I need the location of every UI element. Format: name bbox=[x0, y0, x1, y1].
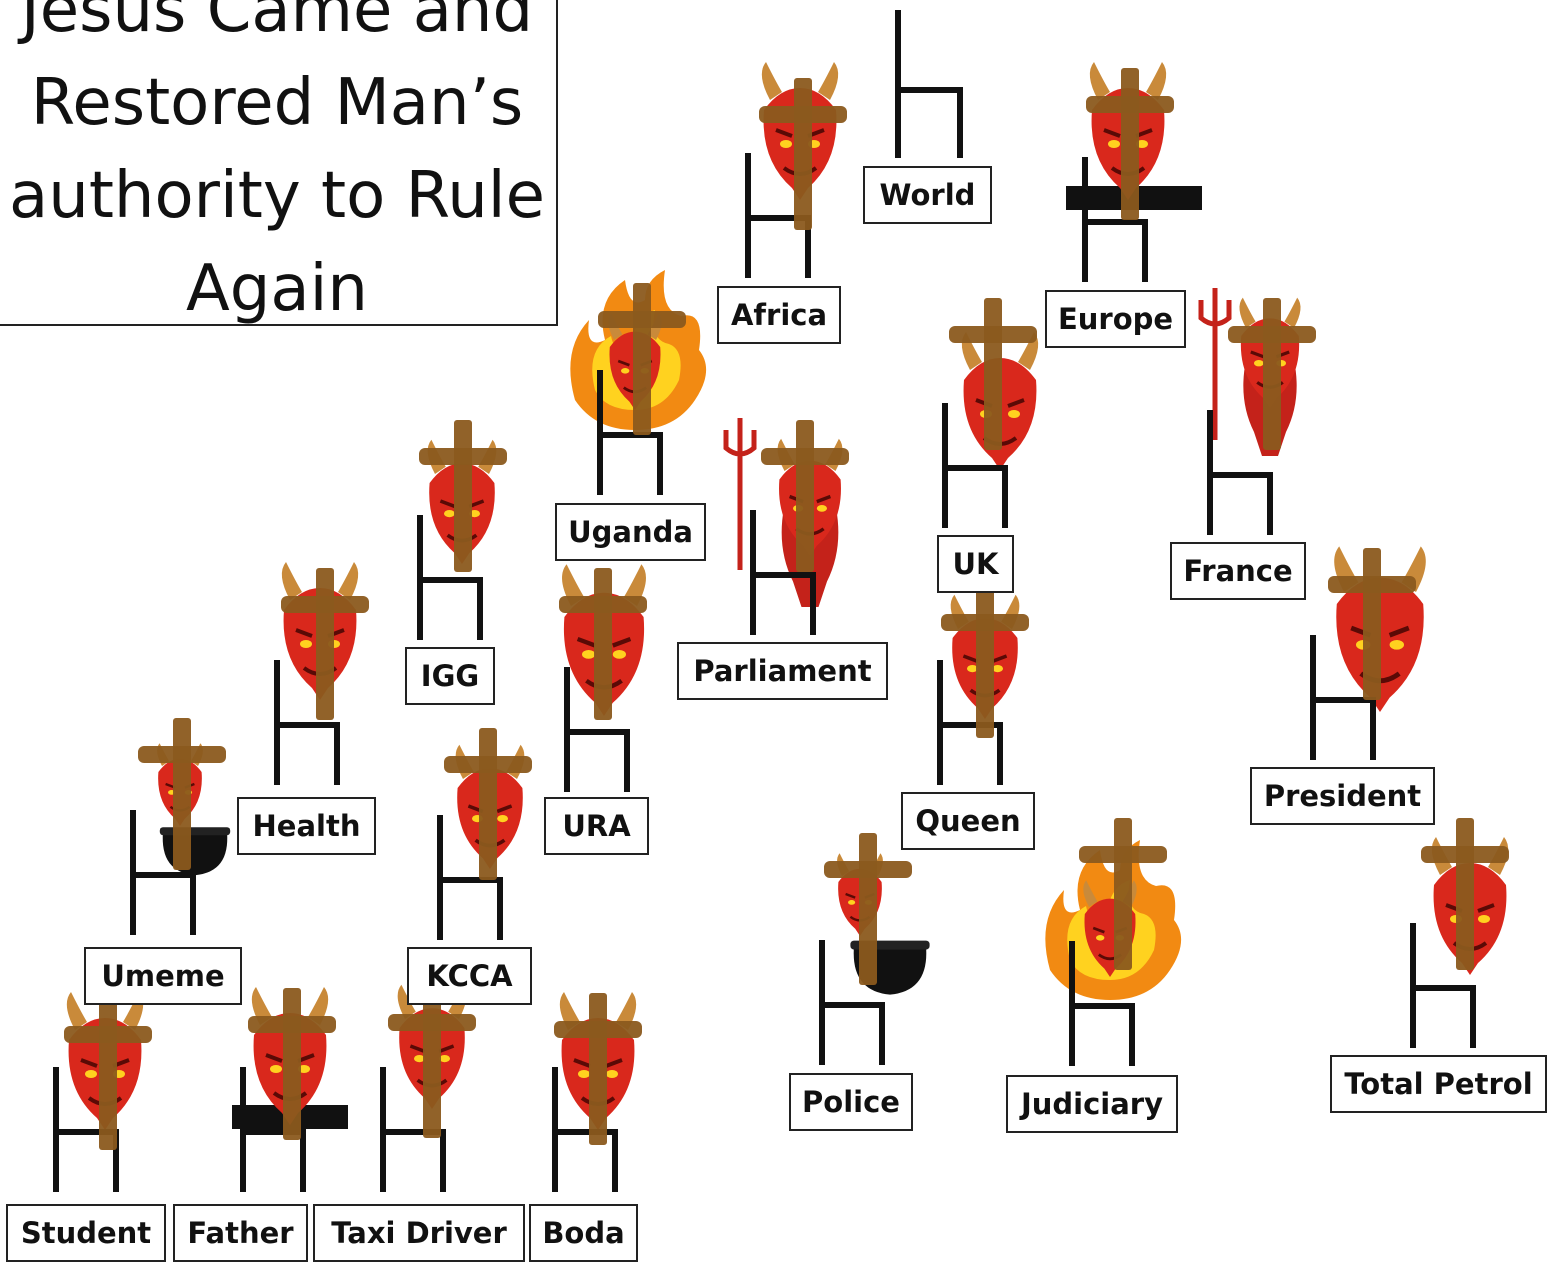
world-chair-icon bbox=[898, 10, 960, 158]
label-total-petrol: Total Petrol bbox=[1330, 1055, 1547, 1113]
title-box: Jesus Came and Restored Man’s authority … bbox=[0, 0, 558, 326]
label-judiciary: Judiciary bbox=[1006, 1075, 1178, 1133]
slide-title: Jesus Came and Restored Man’s authority … bbox=[9, 0, 545, 336]
label-kcca: KCCA bbox=[407, 947, 532, 1005]
label-uganda: Uganda bbox=[555, 503, 706, 561]
label-health: Health bbox=[237, 797, 376, 855]
label-president: President bbox=[1250, 767, 1435, 825]
label-ura: URA bbox=[544, 797, 649, 855]
label-umeme: Umeme bbox=[84, 947, 242, 1005]
label-queen: Queen bbox=[901, 792, 1035, 850]
label-parliament: Parliament bbox=[677, 642, 888, 700]
label-taxi-driver: Taxi Driver bbox=[313, 1204, 525, 1262]
france-trident-icon bbox=[1201, 288, 1229, 440]
label-igg: IGG bbox=[405, 647, 495, 705]
parliament-trident-icon bbox=[726, 418, 754, 570]
label-world: World bbox=[863, 166, 992, 224]
france-cross-icon bbox=[1228, 298, 1316, 450]
umeme-cauldron-icon bbox=[160, 827, 230, 875]
label-police: Police bbox=[789, 1073, 913, 1131]
label-uk: UK bbox=[937, 535, 1014, 593]
label-father: Father bbox=[173, 1204, 308, 1262]
label-boda: Boda bbox=[529, 1204, 638, 1262]
label-student: Student bbox=[6, 1204, 166, 1262]
label-europe: Europe bbox=[1045, 290, 1186, 348]
label-africa: Africa bbox=[717, 286, 841, 344]
label-france: France bbox=[1170, 542, 1306, 600]
